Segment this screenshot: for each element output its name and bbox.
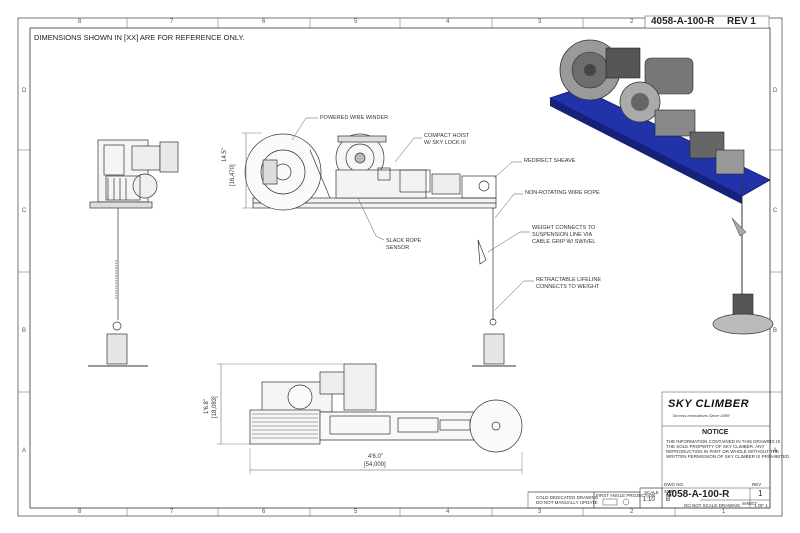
- zone-col-top-5: 5: [354, 19, 358, 25]
- zone-col-bot-6: 6: [262, 509, 266, 515]
- reference-note: DIMENSIONS SHOWN IN [XX] ARE FOR REFEREN…: [34, 33, 245, 42]
- callout-non-rotating-wire-rope: NON-ROTATING WIRE ROPE: [525, 190, 600, 196]
- dwg-no-value: 4058-A-100-R: [666, 489, 730, 500]
- notice-line2: THE SOLE PROPERTY OF SKY CLIMBER. ANY: [666, 444, 765, 449]
- side-view: [88, 139, 179, 367]
- callout-compact-hoist-line2: W/ SKY LOCK III: [424, 140, 466, 146]
- plan-view: [217, 363, 523, 474]
- zone-col-bot-4: 4: [446, 509, 450, 515]
- callout-compact-hoist: COMPACT HOIST W/ SKY LOCK III: [424, 133, 469, 147]
- dim-plan-height: 1'6.8": [204, 399, 210, 414]
- sheet-value: 1 OF 1: [754, 503, 768, 508]
- notice-text: THE INFORMATION CONTAINED IN THIS DRAWIN…: [666, 439, 790, 459]
- callout-weight-connects: WEIGHT CONNECTS TO SUSPENSION LINE VIA C…: [532, 225, 595, 246]
- zone-ticks: [18, 18, 782, 516]
- zone-col-top-2: 2: [630, 19, 634, 25]
- uncontrolled-line1: COLD DEDICATED DRAWING: [536, 495, 599, 500]
- zone-col-top-6: 6: [262, 19, 266, 25]
- zone-col-bot-8: 8: [78, 509, 82, 515]
- zone-col-top-7: 7: [170, 19, 174, 25]
- zone-row-right-a: A: [773, 448, 778, 454]
- rev-label: REV: [752, 482, 762, 487]
- front-view: [242, 132, 516, 367]
- dim-front-height-ref: [16,470]: [230, 164, 236, 186]
- zone-row-left-c: C: [22, 208, 27, 214]
- uncontrolled-note: COLD DEDICATED DRAWING DO NOT MANUALLY U…: [536, 495, 598, 505]
- dim-front-height: 14.5": [222, 148, 228, 162]
- notice-title: NOTICE: [702, 429, 729, 436]
- projection-label: FIRST ANGLE PROJECTION: [596, 493, 656, 498]
- callout-lifeline-line2: CONNECTS TO WEIGHT: [536, 284, 600, 290]
- sheet-label: SHEET: [742, 501, 758, 506]
- zone-col-top-8: 8: [78, 19, 82, 25]
- logo-tagline: "Access Innovations Since 1989": [672, 413, 731, 418]
- callout-leaders: [291, 117, 534, 311]
- zone-col-top-4: 4: [446, 19, 450, 25]
- header-revision: REV 1: [727, 16, 756, 27]
- scale-label: SCALE: [644, 490, 659, 495]
- zone-row-right-d: D: [773, 88, 778, 94]
- callout-compact-hoist-line1: COMPACT HOIST: [424, 133, 470, 139]
- callout-slack-rope-sensor: SLACK ROPE SENSOR: [386, 238, 421, 252]
- callout-slack-line1: SLACK ROPE: [386, 238, 422, 244]
- rev-value: 1: [758, 489, 763, 498]
- callout-weight-line3: CABLE GRIP W/ SWIVEL: [532, 239, 596, 245]
- sky-climber-logo: SKY CLIMBER: [668, 398, 750, 410]
- zone-col-bot-7: 7: [170, 509, 174, 515]
- zone-row-right-c: C: [773, 208, 778, 214]
- dim-plan-length: 4'6.0": [368, 454, 383, 460]
- zone-col-top-3: 3: [538, 19, 542, 25]
- uncontrolled-line2: DO NOT MANUALLY UPDATE: [536, 500, 598, 505]
- zone-row-right-b: B: [773, 328, 778, 334]
- dim-plan-length-ref: [54,000]: [364, 462, 386, 468]
- callout-slack-line2: SENSOR: [386, 245, 410, 251]
- callout-lifeline-line1: RETRACTABLE LIFELINE: [536, 277, 601, 283]
- zone-row-left-d: D: [22, 88, 27, 94]
- notice-line1: THE INFORMATION CONTAINED IN THIS DRAWIN…: [666, 439, 781, 444]
- notice-line4: WRITTEN PERMISSION OF SKY CLIMBER IS PRO…: [666, 454, 791, 459]
- dwg-no-label: DWG NO.: [664, 482, 685, 487]
- zone-col-bot-2: 2: [630, 509, 634, 515]
- zone-col-bot-1: 1: [722, 509, 726, 515]
- scale-value: 1:10: [643, 497, 655, 503]
- zone-row-left-b: B: [22, 328, 27, 334]
- dim-plan-height-ref: [18,083]: [212, 396, 218, 418]
- do-not-scale: DO NOT SCALE DRAWING: [684, 503, 741, 508]
- isometric-render: [548, 39, 774, 335]
- header-doc-number: 4058-A-100-R: [651, 16, 715, 27]
- size-value: B: [666, 497, 671, 503]
- title-block: [527, 15, 771, 509]
- zone-row-left-a: A: [22, 448, 27, 454]
- callout-retractable-lifeline: RETRACTABLE LIFELINE CONNECTS TO WEIGHT: [536, 277, 601, 291]
- callout-redirect-sheave: REDIRECT SHEAVE: [524, 158, 576, 164]
- size-label: SIZE: [664, 489, 675, 494]
- callout-powered-wire-winder: POWERED WIRE WINDER: [320, 115, 389, 121]
- callout-weight-line1: WEIGHT CONNECTS TO: [532, 225, 596, 231]
- notice-line3: REPRODUCTION IN PART OR WHOLE WITHOUT TH…: [666, 449, 780, 454]
- zone-col-bot-3: 3: [538, 509, 542, 515]
- zone-col-bot-5: 5: [354, 509, 358, 515]
- callout-weight-line2: SUSPENSION LINE VIA: [532, 232, 593, 238]
